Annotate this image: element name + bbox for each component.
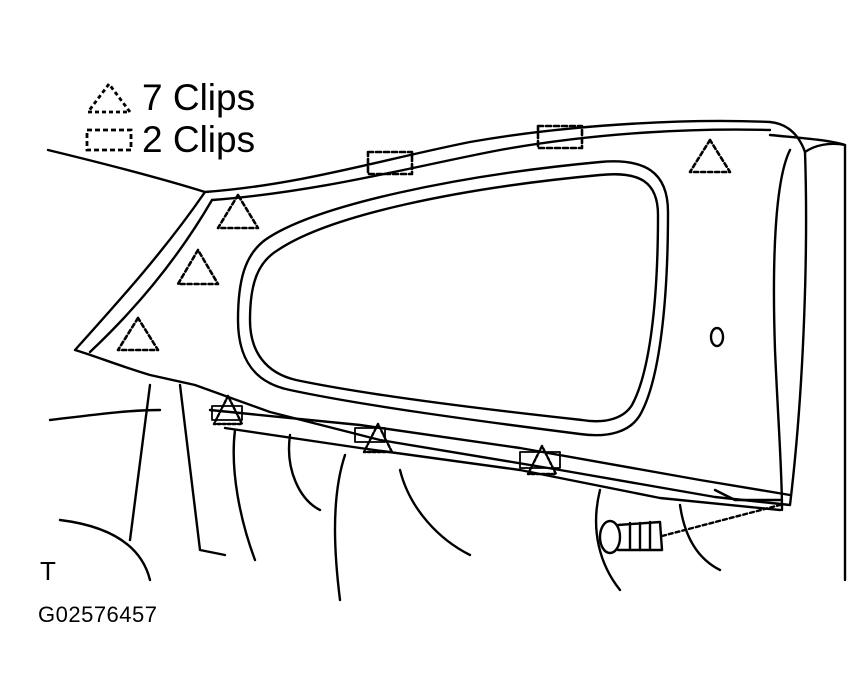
legend-label-rectangle: 2 Clips xyxy=(142,119,256,160)
dashed-triangle-clip-icon xyxy=(85,81,133,114)
figure-id-label: G02576457 xyxy=(38,602,158,627)
b-pillar-rear xyxy=(178,383,227,557)
door-opening xyxy=(333,453,347,602)
inner-structure-3 xyxy=(398,468,472,557)
panel-hole xyxy=(709,326,725,348)
b-pillar-front xyxy=(128,383,152,542)
rectangle-clip-marker xyxy=(536,124,584,150)
quarter-window-outer xyxy=(236,160,670,437)
triangle-clip-marker xyxy=(212,394,244,426)
screw xyxy=(598,519,664,555)
body-side-left xyxy=(48,408,162,422)
legend-item-triangle-clips: 7 Clips xyxy=(84,78,255,118)
panel-edge-inner-left xyxy=(88,198,214,354)
inner-structure-2 xyxy=(287,433,322,512)
clip-bracket xyxy=(211,405,561,469)
door-opening-lower xyxy=(594,488,622,592)
rear-pillar-outer xyxy=(768,133,847,582)
dashed-rectangle-clip-icon xyxy=(85,128,133,152)
lower-rail-bottom xyxy=(223,426,782,512)
bracket-right xyxy=(713,488,782,502)
panel-edge-top xyxy=(210,128,772,202)
quarter-window-inner xyxy=(248,173,660,423)
triangle-clip-marker xyxy=(176,248,220,286)
roof-liner-edge xyxy=(46,148,207,194)
rectangle-clip-marker xyxy=(366,150,414,176)
triangle-clip-marker xyxy=(116,316,160,352)
rear-pillar-inner xyxy=(772,148,792,512)
quarter-trim-panel xyxy=(73,119,808,507)
seat-back xyxy=(58,518,152,582)
legend-item-rectangle-clips: 2 Clips xyxy=(84,120,255,160)
rear-pillar-bend xyxy=(803,142,847,154)
inner-structure-1 xyxy=(232,428,257,562)
screw-guide-line xyxy=(660,503,782,538)
triangle-clip-marker xyxy=(688,138,732,174)
legend-label-triangle: 7 Clips xyxy=(142,77,256,118)
triangle-clip-marker xyxy=(526,444,558,476)
lower-rail-top xyxy=(208,408,792,497)
inner-structure-4 xyxy=(678,503,722,572)
triangle-clip-marker xyxy=(216,193,260,230)
view-code-label: T xyxy=(40,556,56,586)
